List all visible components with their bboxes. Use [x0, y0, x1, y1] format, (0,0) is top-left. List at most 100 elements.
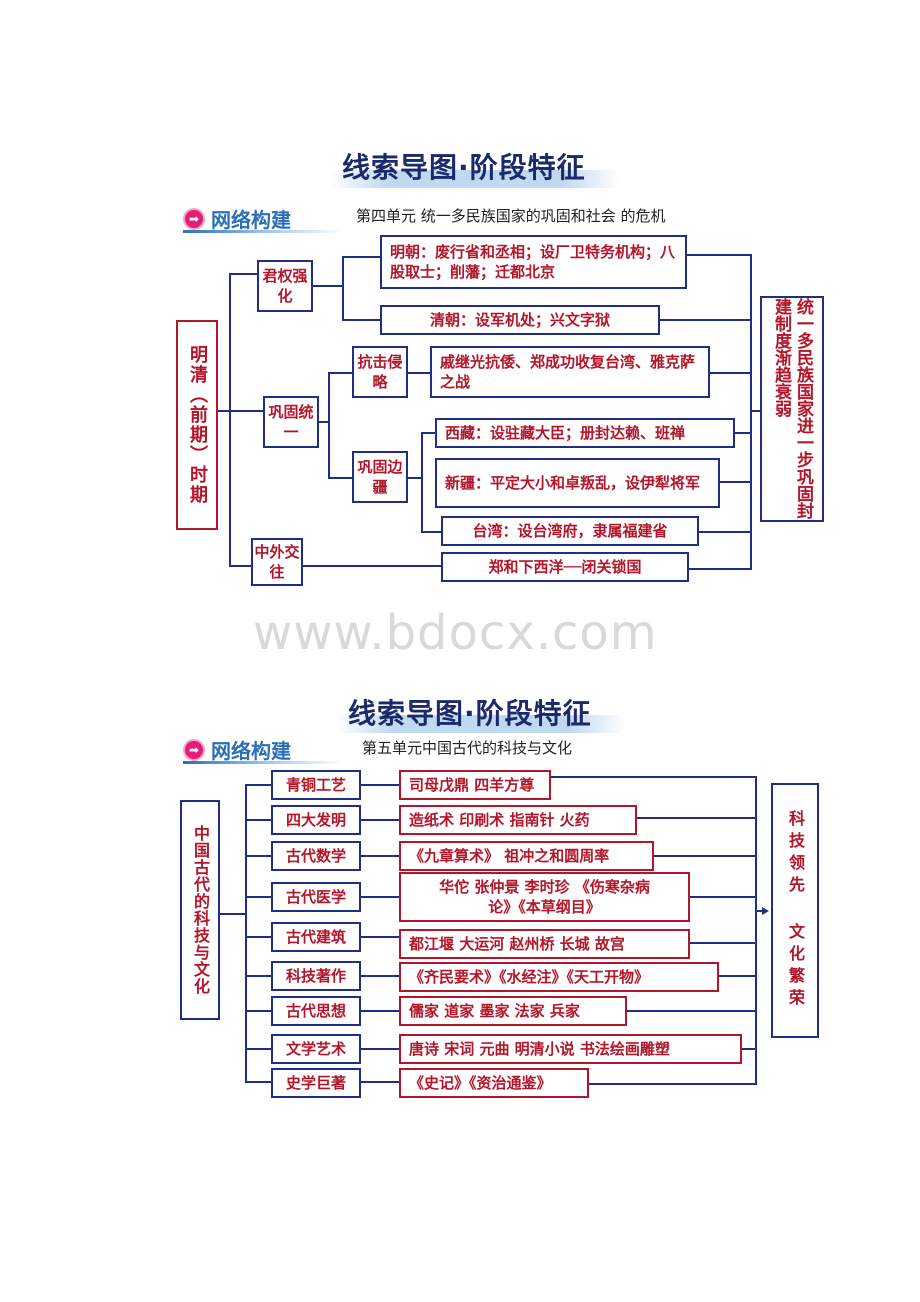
- connector: [735, 432, 751, 434]
- connector: [245, 819, 271, 821]
- diagram-2-title: 线索导图·阶段特征: [348, 697, 592, 730]
- watermark: www.bdocx.com: [253, 605, 658, 661]
- connector: [421, 432, 435, 434]
- connector: [328, 372, 352, 374]
- category-node: 四大发明: [271, 805, 361, 835]
- connector: [720, 481, 751, 483]
- category-node: 古代思想: [271, 996, 361, 1026]
- connector: [313, 285, 343, 287]
- connector: [361, 819, 399, 821]
- connector: [229, 565, 251, 567]
- connector: [245, 1081, 271, 1083]
- item-node: 新疆：平定大小和卓叛乱，设伊犁将军: [435, 458, 720, 508]
- connector: [710, 372, 751, 374]
- connector: [755, 776, 757, 1084]
- connector: [245, 975, 271, 977]
- connector: [361, 936, 399, 938]
- content-node: 《九章算术》 祖冲之和圆周率: [399, 841, 654, 871]
- title-band: [330, 170, 620, 188]
- item-node: 戚继光抗倭、郑成功收复台湾、雅克萨之战: [430, 346, 710, 398]
- connector: [690, 942, 757, 944]
- connector: [342, 319, 380, 321]
- connector: [750, 410, 760, 412]
- connector: [660, 319, 751, 321]
- item-node: 郑和下西洋──闭关锁国: [441, 552, 689, 582]
- connector: [361, 784, 399, 786]
- connector: [589, 1083, 757, 1085]
- connector: [220, 913, 246, 915]
- connector: [361, 855, 399, 857]
- connector: [361, 896, 399, 898]
- connector: [303, 565, 441, 567]
- category-node: 君权强化: [257, 260, 313, 312]
- connector: [408, 372, 430, 374]
- arrow-right-icon: [762, 907, 769, 915]
- connector: [245, 896, 271, 898]
- category-node: 科技著作: [271, 961, 361, 991]
- category-node: 史学巨著: [271, 1068, 361, 1098]
- connector: [245, 1010, 271, 1012]
- content-node: 唐诗 宋词 元曲 明清小说 书法绘画雕塑: [399, 1034, 742, 1064]
- connector: [742, 1048, 757, 1050]
- diagram-1-title: 线索导图·阶段特征: [342, 151, 586, 184]
- root-node: 中国古代的科技与文化: [180, 800, 220, 1020]
- root-node: 明清（前期）时期: [176, 320, 218, 530]
- category-node: 古代数学: [271, 841, 361, 871]
- diagram-2-subtitle: 第五单元中国古代的科技与文化: [362, 739, 573, 757]
- connector: [229, 273, 231, 566]
- content-node: 《齐民要术》《水经注》《天工开物》: [399, 962, 719, 992]
- connector: [229, 410, 263, 412]
- content-node: 都江堰 大运河 赵州桥 长城 故宫: [399, 929, 690, 959]
- arrow-right-icon: ➡: [183, 207, 205, 230]
- category-node: 古代医学: [271, 882, 361, 912]
- subcategory-node: 抗击侵略: [352, 346, 408, 398]
- connector: [699, 531, 751, 533]
- connector: [245, 784, 247, 1082]
- content-node: 华佗 张仲景 李时珍 《伤寒杂病论》《本草纲目》: [399, 872, 690, 922]
- connector: [750, 254, 752, 570]
- connector: [319, 421, 329, 423]
- connector: [245, 1048, 271, 1050]
- connector: [342, 256, 380, 258]
- connector: [551, 776, 721, 778]
- section-badge: ➡ 网络构建: [183, 204, 291, 233]
- conclusion-node: 科技领先 文化繁荣: [771, 783, 819, 1038]
- connector: [361, 1081, 399, 1083]
- section-badge: ➡ 网络构建: [183, 735, 291, 764]
- category-node: 文学艺术: [271, 1034, 361, 1064]
- connector: [245, 936, 271, 938]
- connector: [654, 855, 757, 857]
- connector: [721, 776, 757, 778]
- connector: [361, 1010, 399, 1012]
- connector: [328, 372, 330, 478]
- connector: [757, 910, 763, 912]
- connector: [421, 531, 441, 533]
- title-band: [336, 715, 626, 733]
- item-node: 台湾：设台湾府，隶属福建省: [441, 516, 699, 546]
- badge-label: 网络构建: [211, 739, 291, 763]
- item-node: 明朝：废行省和丞相；设厂卫特务机构；八股取士；削藩；迁都北京: [380, 235, 687, 289]
- connector: [361, 1048, 399, 1050]
- connector: [361, 975, 399, 977]
- category-node: 青铜工艺: [271, 770, 361, 800]
- content-node: 司母戊鼎 四羊方尊: [399, 770, 551, 800]
- diagram-1-subtitle: 第四单元 统一多民族国家的巩固和社会 的危机: [356, 207, 666, 225]
- item-node: 西藏：设驻藏大臣；册封达赖、班禅: [435, 418, 735, 448]
- category-node: 巩固统一: [263, 396, 319, 448]
- connector: [245, 784, 271, 786]
- conclusion-node: 统一多民族国家进一步巩固封建制度渐趋衰弱: [760, 296, 824, 522]
- connector: [342, 256, 344, 320]
- connector: [719, 975, 757, 977]
- content-node: 造纸术 印刷术 指南针 火药: [399, 805, 637, 835]
- connector: [328, 477, 352, 479]
- connector: [687, 254, 751, 256]
- connector: [218, 410, 230, 412]
- connector: [690, 896, 757, 898]
- content-node: 《史记》《资治通鉴》: [399, 1068, 589, 1098]
- connector: [627, 1010, 757, 1012]
- content-node: 儒家 道家 墨家 法家 兵家: [399, 996, 627, 1026]
- connector: [245, 855, 271, 857]
- subcategory-node: 巩固边疆: [352, 451, 408, 503]
- connector: [689, 568, 751, 570]
- badge-underline: [183, 761, 343, 764]
